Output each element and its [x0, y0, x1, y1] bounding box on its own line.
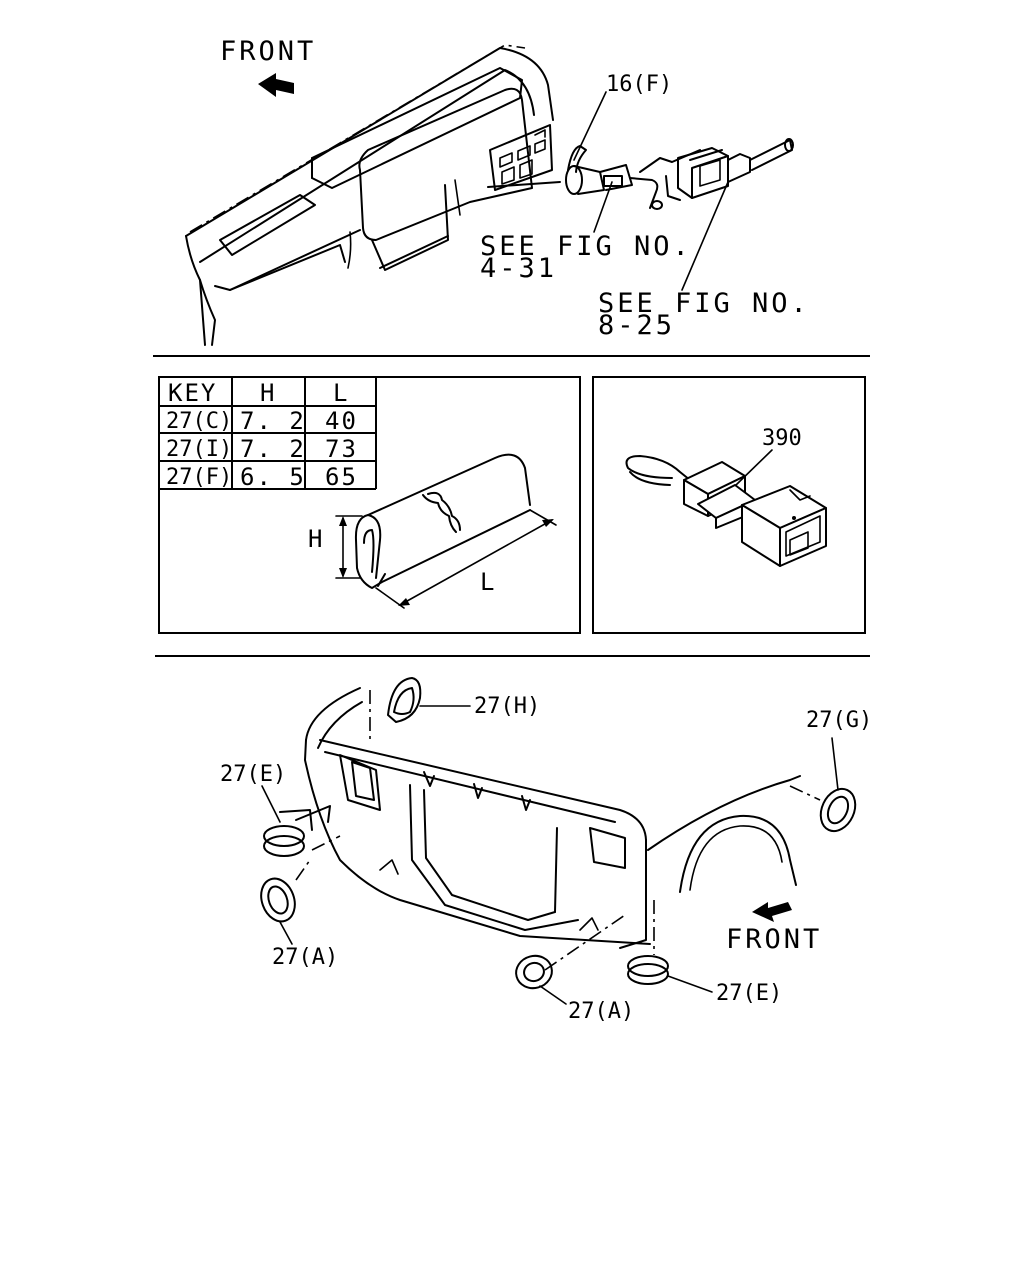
clip-27a-center-illustration — [515, 954, 553, 990]
body-panel-illustration — [295, 687, 821, 971]
table-cell-h: 7. 2 — [240, 407, 306, 435]
see-fig-text: SEE FIG NO. — [598, 288, 810, 319]
table-cell-key: 27(F) — [166, 465, 232, 490]
table-cell-key: 27(I) — [166, 437, 232, 462]
key-table: KEY H L 27(C) 7. 2 40 27(I) 7. 2 73 27(F… — [159, 377, 377, 491]
table-header-key: KEY — [168, 379, 217, 407]
table-header-l: L — [333, 379, 349, 407]
table-cell-key: 27(C) — [166, 409, 232, 434]
leader-line — [681, 181, 729, 291]
table-cell-h: 7. 2 — [240, 435, 306, 463]
table-header-h: H — [260, 379, 276, 407]
table-cell-l: 73 — [325, 435, 358, 463]
leader-line — [539, 985, 567, 1005]
clip-27a-left-illustration — [260, 877, 296, 923]
front-arrow-icon — [752, 902, 792, 922]
see-fig-text: SEE FIG NO. — [480, 231, 692, 262]
ignition-lock-illustration — [565, 138, 794, 210]
table-cell-h: 6. 5 — [240, 463, 306, 491]
dashboard-illustration — [185, 44, 561, 346]
callout-27e-left: 27(E) — [220, 762, 286, 787]
front-arrow-icon — [258, 73, 294, 97]
edge-trim-illustration — [335, 453, 557, 609]
leader-line — [261, 785, 281, 823]
clip-27e-right-illustration — [627, 955, 669, 985]
clip-27g-illustration — [819, 787, 857, 833]
leader-line — [279, 921, 293, 945]
callout-27a-left: 27(A) — [272, 945, 338, 970]
see-fig-number: 8-25 — [598, 310, 675, 341]
table-cell-l: 40 — [325, 407, 358, 435]
callout-16f: 16(F) — [606, 72, 672, 97]
leader-line — [831, 737, 839, 791]
leader-line — [667, 975, 713, 993]
dimension-l-label: L — [480, 568, 496, 596]
leader-line — [593, 181, 613, 233]
key-table-panel — [158, 376, 581, 634]
callout-390: 390 — [762, 426, 802, 451]
dimension-h-label: H — [308, 525, 324, 553]
clip-27h-illustration — [387, 677, 422, 723]
see-fig-number: 4-31 — [480, 253, 557, 284]
front-label-bottom: FRONT — [726, 924, 822, 955]
connector-illustration — [625, 455, 827, 567]
front-label-top: FRONT — [220, 36, 316, 67]
callout-27h: 27(H) — [474, 694, 540, 719]
clip-27e-left-illustration — [263, 805, 331, 857]
leader-line — [573, 91, 607, 161]
table-cell-l: 65 — [325, 463, 358, 491]
leader-line — [735, 449, 773, 486]
callout-27a-center: 27(A) — [568, 999, 634, 1024]
callout-27e-right: 27(E) — [716, 981, 782, 1006]
callout-27g: 27(G) — [806, 708, 872, 733]
connector-panel — [592, 376, 866, 634]
